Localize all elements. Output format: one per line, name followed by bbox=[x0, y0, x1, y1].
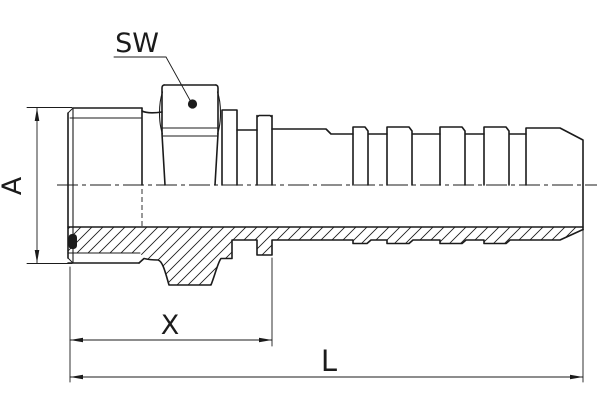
section-outline bbox=[138, 228, 584, 286]
hex-face-arc-right bbox=[216, 91, 222, 135]
sw-leader-line bbox=[113, 56, 192, 103]
hose-tail bbox=[271, 126, 584, 231]
dim-l: L bbox=[69, 230, 584, 383]
dim-l-arrow-right bbox=[570, 374, 583, 380]
dim-a: A bbox=[0, 107, 73, 264]
dim-a-arrow-bottom bbox=[34, 250, 40, 263]
hex-face-arc-left bbox=[158, 91, 164, 135]
collar bbox=[221, 109, 258, 186]
dim-a-extension-lines bbox=[26, 107, 73, 264]
dim-x-extension-lines bbox=[69, 257, 273, 383]
sw-leader-dot bbox=[187, 99, 198, 109]
section-hatch bbox=[68, 227, 583, 285]
bore-line bbox=[67, 189, 584, 228]
sw-callout: SW bbox=[113, 28, 198, 109]
dim-x-arrow-right bbox=[259, 337, 272, 343]
dim-x-arrow-left bbox=[70, 337, 83, 343]
label-sw: SW bbox=[115, 28, 159, 59]
label-x: X bbox=[161, 310, 180, 341]
seal-oring bbox=[68, 234, 77, 249]
thread-profile bbox=[67, 107, 163, 264]
dim-x: X bbox=[69, 257, 273, 383]
dim-l-arrow-left bbox=[70, 374, 83, 380]
stop-ring bbox=[256, 114, 273, 186]
label-a: A bbox=[0, 176, 28, 195]
label-l: L bbox=[321, 344, 337, 378]
dim-a-arrow-top bbox=[34, 108, 40, 121]
hex-nut bbox=[158, 84, 222, 186]
